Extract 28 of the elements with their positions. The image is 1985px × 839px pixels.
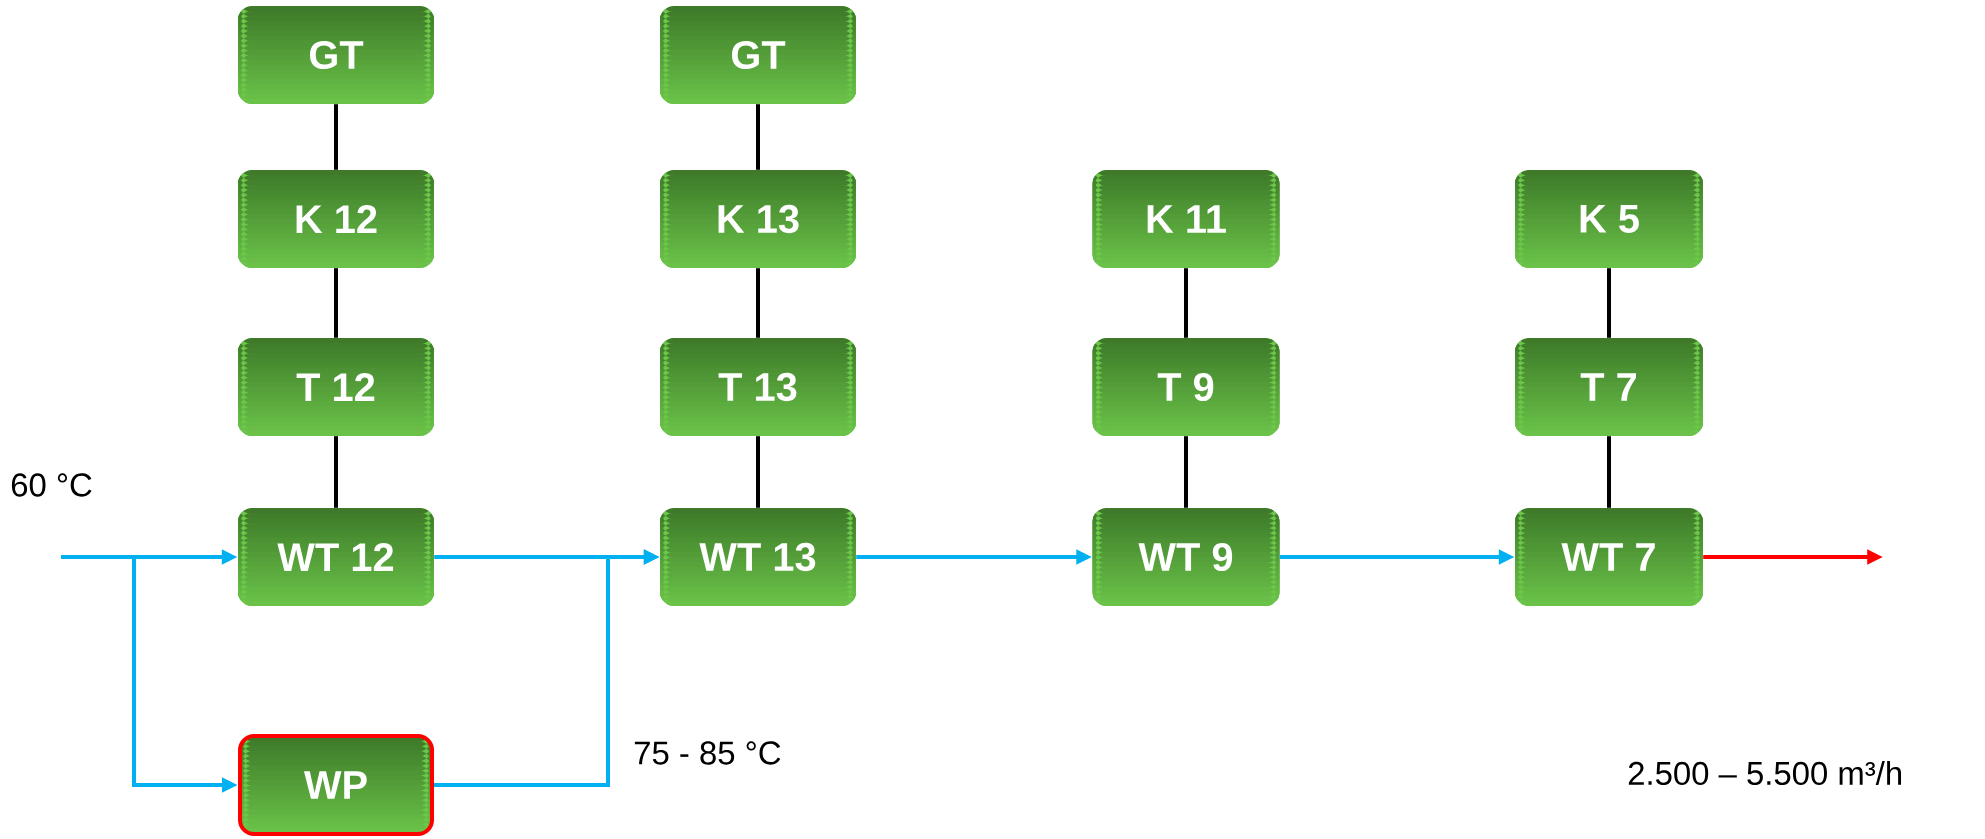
process-box: K 13 [660, 170, 856, 268]
connector-line [334, 104, 338, 170]
temperature-label: 75 - 85 °C [634, 741, 781, 765]
process-box: WT 9 [1092, 508, 1280, 606]
process-box: T 13 [660, 338, 856, 436]
process-box: WT 7 [1515, 508, 1703, 606]
connector-line [756, 104, 760, 170]
process-box: K 12 [238, 170, 434, 268]
flow-rate-label: 2.500 – 5.500 m³/h [1628, 760, 1901, 786]
process-box: T 9 [1092, 338, 1280, 436]
process-box: WT 13 [660, 508, 856, 606]
temperature-label: 60 °C [11, 473, 92, 497]
process-box: GT [238, 6, 434, 104]
connector-line [1607, 268, 1611, 338]
connector-line [1184, 436, 1188, 508]
process-box: GT [660, 6, 856, 104]
process-box: WP [238, 734, 434, 836]
connector-line [756, 436, 760, 508]
connector-line [1607, 436, 1611, 508]
process-box: K 11 [1092, 170, 1280, 268]
process-box: T 7 [1515, 338, 1703, 436]
process-box: K 5 [1515, 170, 1703, 268]
connector-line [334, 436, 338, 508]
connector-line [334, 268, 338, 338]
connector-line [756, 268, 760, 338]
process-box: T 12 [238, 338, 434, 436]
process-box: WT 12 [238, 508, 434, 606]
connector-line [1184, 268, 1188, 338]
